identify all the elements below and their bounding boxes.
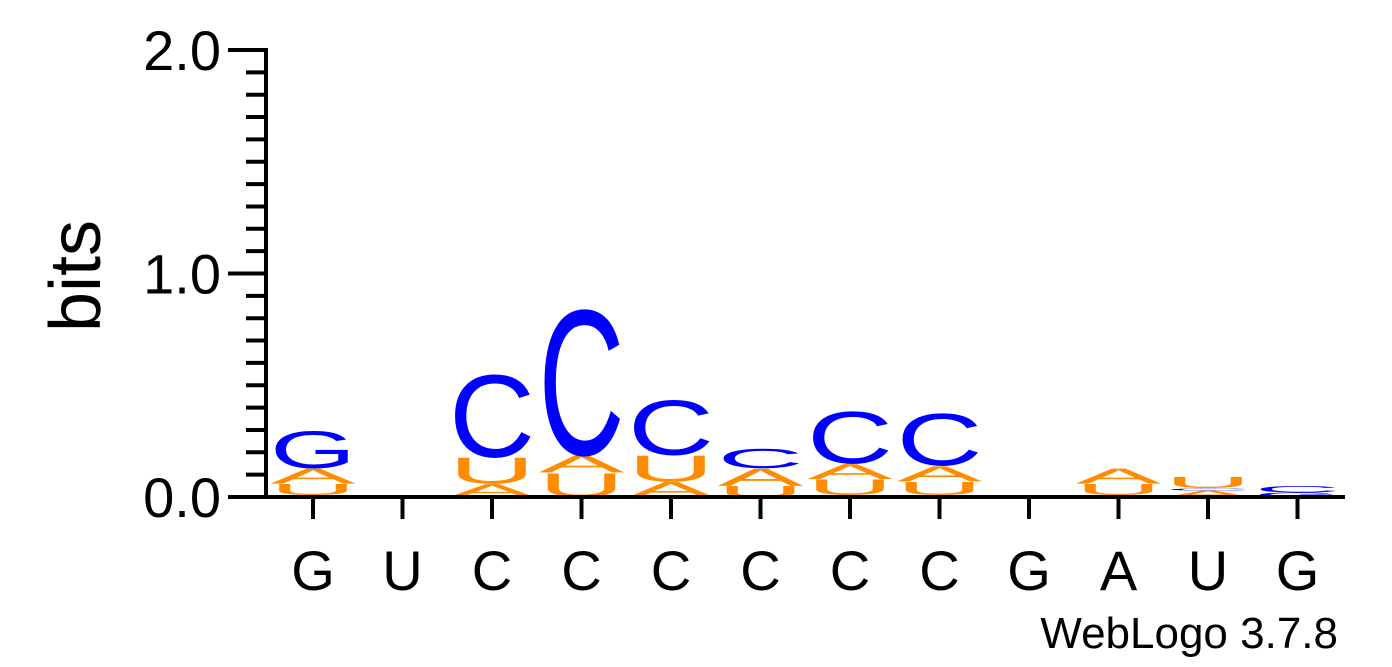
logo-letter-a: A [1165,489,1251,499]
y-axis: 0.0 1.0 2.0 [143,19,268,529]
x-tick-label: G [1276,539,1320,602]
x-tick-label: C [651,539,691,602]
y-tick-label: 2.0 [143,19,221,82]
position-stack: AUC [449,351,535,501]
weblogo-credit: WebLogo 3.7.8 [1040,609,1338,658]
x-tick-label: U [1188,539,1228,602]
position-stack: UAC [539,267,625,505]
position-stack: GUA [1075,464,1162,498]
x-tick-label: G [291,539,335,602]
logo-letter-c: C [539,267,625,499]
x-tick-label: G [1007,539,1051,602]
logo-letter-a: A [718,463,804,491]
x-tick-label: U [382,539,422,602]
logo-letter-a: A [897,462,983,486]
x-tick-label: C [561,539,601,602]
y-tick-label: 0.0 [143,466,221,529]
logo-letter-c: C [449,351,535,482]
y-tick-label: 1.0 [143,243,221,306]
x-tick-label: C [830,539,870,602]
logo-letter-u: U [1075,481,1161,498]
logo-letter-c: C [896,399,982,482]
logo-letter-c: C [1255,484,1341,494]
x-tick-label: C [919,539,959,602]
logo-letter-u: U [270,481,356,498]
position-stack: UAC [717,443,803,500]
position-stack: ACU [1165,474,1251,499]
x-tick-label: A [1100,539,1138,602]
x-tick-label: C [740,539,780,602]
logo-letter-c: C [1165,487,1251,490]
position-stack: AUC [628,385,715,502]
logo-letter-a: A [1076,464,1162,488]
logo-letter-a: A [270,464,356,488]
logo-letter-c: C [718,443,804,474]
logo-letter-g: G [270,421,356,479]
logo-letter-a: A [539,450,625,478]
logo-letter-u: U [449,450,535,492]
logo-letter-u: U [1165,474,1251,491]
logo-letter-a: A [807,460,893,484]
logo-letter-u: U [897,478,983,499]
logo-letter-g: G [1255,491,1341,498]
x-tick-label: C [472,539,512,602]
y-axis-title: bits [36,220,116,332]
position-stack: GC [1255,484,1341,498]
logo-letter-c: C [807,397,893,480]
logo-letter-c: C [628,385,714,471]
logo-letter-u: U [628,448,714,490]
